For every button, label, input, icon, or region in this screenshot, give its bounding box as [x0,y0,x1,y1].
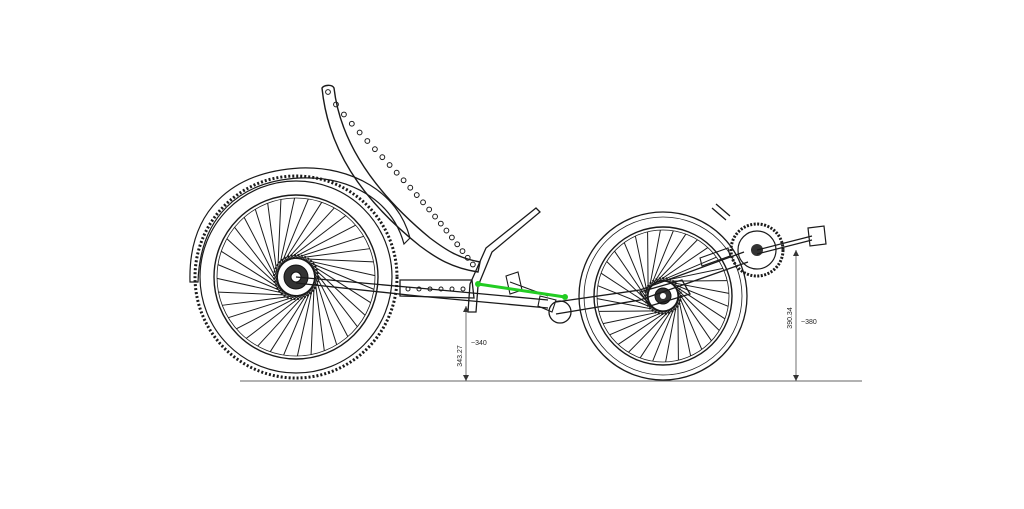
spoke [668,280,720,331]
frame-hole [449,286,455,292]
spoke [598,310,670,312]
spoke [673,284,703,350]
dimension-rear: 343.27 ~340 [457,306,487,381]
frame-hole [438,286,444,292]
seat-hole [356,129,363,136]
spoke [623,242,653,308]
seat-hole [426,206,433,213]
spoke [662,279,729,307]
dimension-front-approx: ~380 [801,319,817,326]
spoke [665,292,680,363]
frame-hole [405,286,411,292]
seat-hole [341,111,347,118]
main-frame [295,203,749,324]
seat-hole [413,192,420,198]
dimension-rear-value: 343.27 [457,345,464,367]
seat-hole [464,254,471,261]
seat-hole [420,199,426,206]
highlight-link [475,281,568,300]
spoke [649,247,709,288]
seat-hole [400,177,407,184]
spoke [602,308,672,325]
spoke [646,233,687,294]
rear-spokes [216,197,376,357]
spoke [614,250,655,310]
spoke [312,266,325,351]
seat-hole [379,154,386,161]
dimension-front: 390.34 ~380 [787,250,817,381]
spoke [310,263,338,345]
frame-hole [460,286,466,292]
seat-hole [393,169,400,176]
seat-hole [372,146,378,153]
spoke [617,304,677,345]
spoke [647,239,698,291]
spoke [652,295,680,362]
front-wheel [578,211,748,381]
spoke [646,230,674,297]
seat-hole [469,261,476,268]
frame-hole [416,286,422,292]
spoke [606,261,658,312]
spoke [647,231,649,303]
spoke [639,298,680,359]
seat-hole [364,138,371,144]
spoke [656,280,728,282]
spoke [634,235,651,305]
spoke [646,229,661,300]
seat-hole [333,101,339,108]
seat-hole [437,220,444,227]
seat-hole [454,241,461,248]
spoke [628,301,679,353]
spoke [671,282,712,342]
spoke [651,256,717,286]
front-spokes [596,229,730,363]
frame-hole [427,286,433,292]
spoke [310,270,316,355]
seat-hole [432,213,438,220]
dimension-front-value: 390.34 [787,307,794,329]
spoke [597,285,664,313]
seat-hole [459,248,466,254]
seat-hole [448,234,455,241]
seat-hole [443,227,450,234]
spoke [677,289,679,361]
rear-wheel [193,174,399,380]
seat [321,84,481,273]
seat-hole [348,120,355,127]
dimension-rear-approx: ~340 [471,340,487,347]
seat-hole [325,89,331,95]
seat-hole [386,162,393,168]
rear-fender [189,167,411,283]
seat-hole [407,184,414,191]
spoke [675,287,692,357]
spoke [609,306,675,336]
spoke [296,273,317,357]
crankset [699,222,827,278]
spoke [596,298,667,313]
